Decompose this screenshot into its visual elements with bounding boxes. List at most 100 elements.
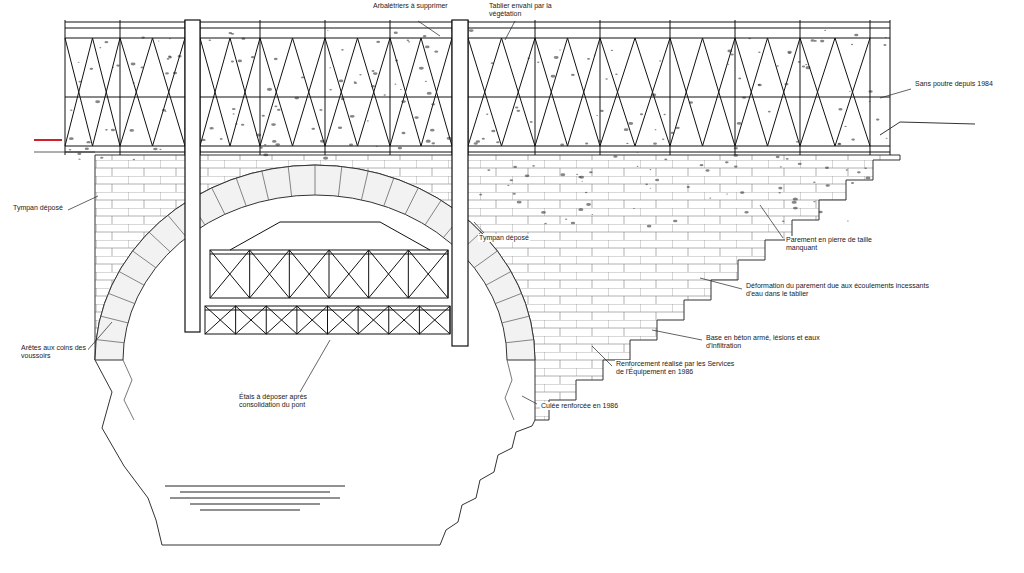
- vegetation-speck: [742, 96, 746, 98]
- truss-brace: [293, 38, 326, 146]
- vegetation-speck: [776, 156, 780, 158]
- shoring-brace: [205, 306, 236, 334]
- vegetation-speck: [294, 97, 299, 100]
- voussoir-joint: [212, 188, 225, 214]
- shoring-brace: [408, 250, 448, 298]
- vegetation-speck: [516, 110, 520, 112]
- truss-brace: [600, 38, 635, 146]
- vegetation-speck: [426, 140, 431, 143]
- truss-brace: [421, 38, 452, 146]
- shoring-post: [266, 306, 267, 334]
- vegetation-speck: [532, 165, 535, 167]
- vegetation-speck: [238, 60, 242, 63]
- voussoir-joint: [236, 178, 246, 206]
- vegetation-speck: [857, 171, 861, 173]
- vegetation-speck: [819, 211, 823, 213]
- vegetation-speck: [825, 167, 829, 169]
- truss-brace: [703, 38, 736, 146]
- truss-brace: [260, 38, 293, 146]
- truss-brace: [768, 38, 801, 146]
- vegetation-speck: [327, 30, 329, 32]
- vegetation-speck: [560, 144, 564, 146]
- voussoir-joint: [506, 340, 534, 343]
- vegetation-speck: [105, 129, 108, 131]
- vegetation-speck: [664, 114, 666, 115]
- voussoir-joint: [101, 316, 128, 323]
- vegetation-speck: [383, 94, 385, 95]
- vegetation-speck: [427, 92, 432, 95]
- vegetation-speck: [778, 187, 782, 190]
- shoring-brace: [236, 306, 267, 334]
- shoring-truss: [205, 306, 450, 334]
- vegetation-speck: [637, 166, 639, 167]
- shoring-brace: [205, 306, 236, 334]
- vegetation-speck: [100, 157, 103, 159]
- shoring-brace: [328, 306, 359, 334]
- truss-brace: [568, 38, 601, 146]
- vegetation-speck: [78, 158, 80, 159]
- vegetation-speck: [510, 179, 513, 181]
- vegetation-speck: [525, 174, 530, 177]
- vegetation-speck: [85, 147, 89, 150]
- vegetation-speck: [153, 148, 157, 151]
- vegetation-speck: [339, 80, 343, 83]
- vegetation-speck: [730, 54, 733, 56]
- vegetation-speck: [349, 143, 353, 145]
- shoring-brace: [408, 250, 448, 298]
- vegetation-speck: [260, 147, 263, 149]
- truss-brace: [153, 38, 186, 146]
- shoring-brace: [297, 306, 328, 334]
- truss-brace: [535, 38, 568, 146]
- voussoir-joint: [119, 271, 144, 285]
- vegetation-speck: [611, 50, 613, 51]
- vegetation-speck: [159, 149, 161, 150]
- vegetation-speck: [112, 67, 114, 68]
- vegetation-speck: [414, 116, 418, 119]
- vegetation-speck: [886, 138, 888, 139]
- vegetation-speck: [810, 39, 814, 41]
- vegetation-speck: [587, 58, 590, 60]
- voussoir-joint: [361, 171, 368, 200]
- vegetation-speck: [744, 211, 748, 214]
- shoring-post: [358, 306, 359, 334]
- vegetation-speck: [551, 75, 556, 78]
- truss-brace: [735, 38, 768, 146]
- vegetation-speck: [864, 167, 867, 169]
- vegetation-speck: [776, 65, 779, 67]
- vegetation-speck: [633, 208, 635, 209]
- vegetation-speck: [169, 38, 171, 39]
- vegetation-speck: [301, 76, 304, 78]
- shoring-brace: [236, 306, 267, 334]
- vegetation-speck: [129, 129, 134, 132]
- vegetation-speck: [581, 180, 583, 182]
- vegetation-speck: [740, 191, 744, 194]
- shoring-brace: [369, 250, 409, 298]
- vegetation-speck: [869, 101, 871, 102]
- vegetation-speck: [165, 72, 169, 74]
- shoring-brace: [266, 306, 297, 334]
- vegetation-speck: [402, 132, 406, 134]
- shoring-brace: [289, 250, 329, 298]
- vegetation-speck: [329, 67, 331, 68]
- vegetation-speck: [813, 201, 815, 202]
- truss-brace: [768, 38, 801, 146]
- vegetation-speck: [341, 49, 344, 51]
- leader-line: [68, 21, 911, 404]
- vegetation-speck: [599, 140, 602, 142]
- vegetation-speck: [851, 138, 855, 140]
- voussoir-joint: [108, 293, 134, 303]
- vegetation-speck: [820, 40, 824, 43]
- vegetation-speck: [758, 52, 760, 53]
- vegetation-speck: [434, 50, 438, 52]
- vegetation-speck: [486, 114, 488, 115]
- vegetation-speck: [838, 108, 842, 110]
- vegetation-speck: [541, 211, 546, 214]
- vegetation-speck: [802, 65, 805, 67]
- vegetation-speck: [209, 127, 213, 130]
- shoring-post: [289, 250, 290, 298]
- vegetation-speck: [263, 153, 268, 156]
- truss-brace: [800, 38, 835, 146]
- vegetation-speck: [652, 93, 657, 96]
- shoring-brace: [250, 250, 290, 298]
- shoring-post: [329, 250, 330, 298]
